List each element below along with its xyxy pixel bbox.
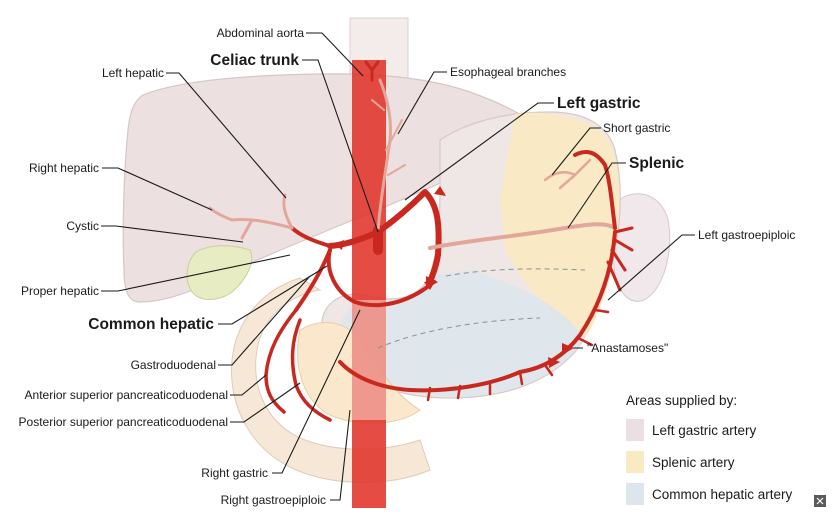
common-hepatic-vessel <box>327 229 381 249</box>
aorta-lower-overlay <box>352 300 386 420</box>
anastamoses-dashed-line <box>377 268 586 349</box>
label-esophageal-branches: Esophageal branches <box>450 65 566 79</box>
label-anastamoses: "Anastamoses" <box>587 341 668 355</box>
legend-swatch-splenic <box>626 451 644 473</box>
label-right-gastric: Right gastric <box>201 466 268 480</box>
corner-logo-icon <box>814 495 826 507</box>
proper-hepatic-vessel <box>290 226 332 248</box>
left-gastroepiploic-vessel <box>518 230 617 374</box>
right-gastroepiploic-vessel <box>338 360 522 393</box>
gastric-wall-twigs <box>426 308 610 402</box>
abdominal-aorta-vessel <box>352 60 386 508</box>
short-gastric-vessel <box>543 158 592 190</box>
esophageal-branches-vessel <box>376 78 392 234</box>
splenic-vessel <box>428 222 617 250</box>
label-celiac-trunk: Celiac trunk <box>210 52 299 69</box>
label-proper-hepatic: Proper hepatic <box>21 284 99 298</box>
legend-swatch-common-hepatic <box>626 483 644 505</box>
flow-arrowheads <box>334 186 574 368</box>
duodenum <box>231 277 431 483</box>
label-left-gastric: Left gastric <box>557 95 641 112</box>
label-left-hepatic: Left hepatic <box>102 66 164 80</box>
label-right-hepatic: Right hepatic <box>29 161 99 175</box>
legend-label-common-hepatic: Common hepatic artery <box>652 487 793 502</box>
label-common-hepatic: Common hepatic <box>88 316 214 333</box>
label-gastroduodenal: Gastroduodenal <box>131 358 216 372</box>
right-gastric-vessel <box>326 248 432 308</box>
label-cystic: Cystic <box>66 219 99 233</box>
leader-lines <box>101 32 695 501</box>
label-posterior-superior-pancreaticoduodenal: Posterior superior pancreaticoduodenal <box>19 415 228 429</box>
gallbladder <box>186 245 253 300</box>
label-left-gastroepiploic: Left gastroepiploic <box>698 228 795 242</box>
legend-label-splenic: Splenic artery <box>652 455 735 470</box>
esophageal-top-vessel <box>364 60 380 82</box>
spleen <box>612 193 671 302</box>
labels: Abdominal aorta Celiac trunk Left hepati… <box>19 26 796 507</box>
legend-swatch-left-gastric <box>626 419 644 441</box>
left-gastric-vessel <box>375 189 442 285</box>
label-right-gastroepiploic: Right gastroepiploic <box>221 493 326 507</box>
pancreaticoduodenal-vessels <box>264 308 332 422</box>
organs <box>122 17 671 508</box>
legend: Areas supplied by: Left gastric artery S… <box>626 393 793 505</box>
label-short-gastric: Short gastric <box>603 121 670 135</box>
legend-label-left-gastric: Left gastric artery <box>652 423 757 438</box>
splenic-upper-vessel <box>573 150 617 230</box>
stomach-splenic-area <box>500 112 620 339</box>
label-splenic: Splenic <box>629 155 685 172</box>
label-anterior-superior-pancreaticoduodenal: Anterior superior pancreaticoduodenal <box>25 388 228 402</box>
legend-title: Areas supplied by: <box>626 393 737 408</box>
label-abdominal-aorta: Abdominal aorta <box>217 26 305 40</box>
splenic-hilum-branches <box>606 226 634 292</box>
hepatic-branches <box>208 193 294 240</box>
arteries <box>208 60 634 422</box>
esophageal-twig <box>371 99 406 176</box>
